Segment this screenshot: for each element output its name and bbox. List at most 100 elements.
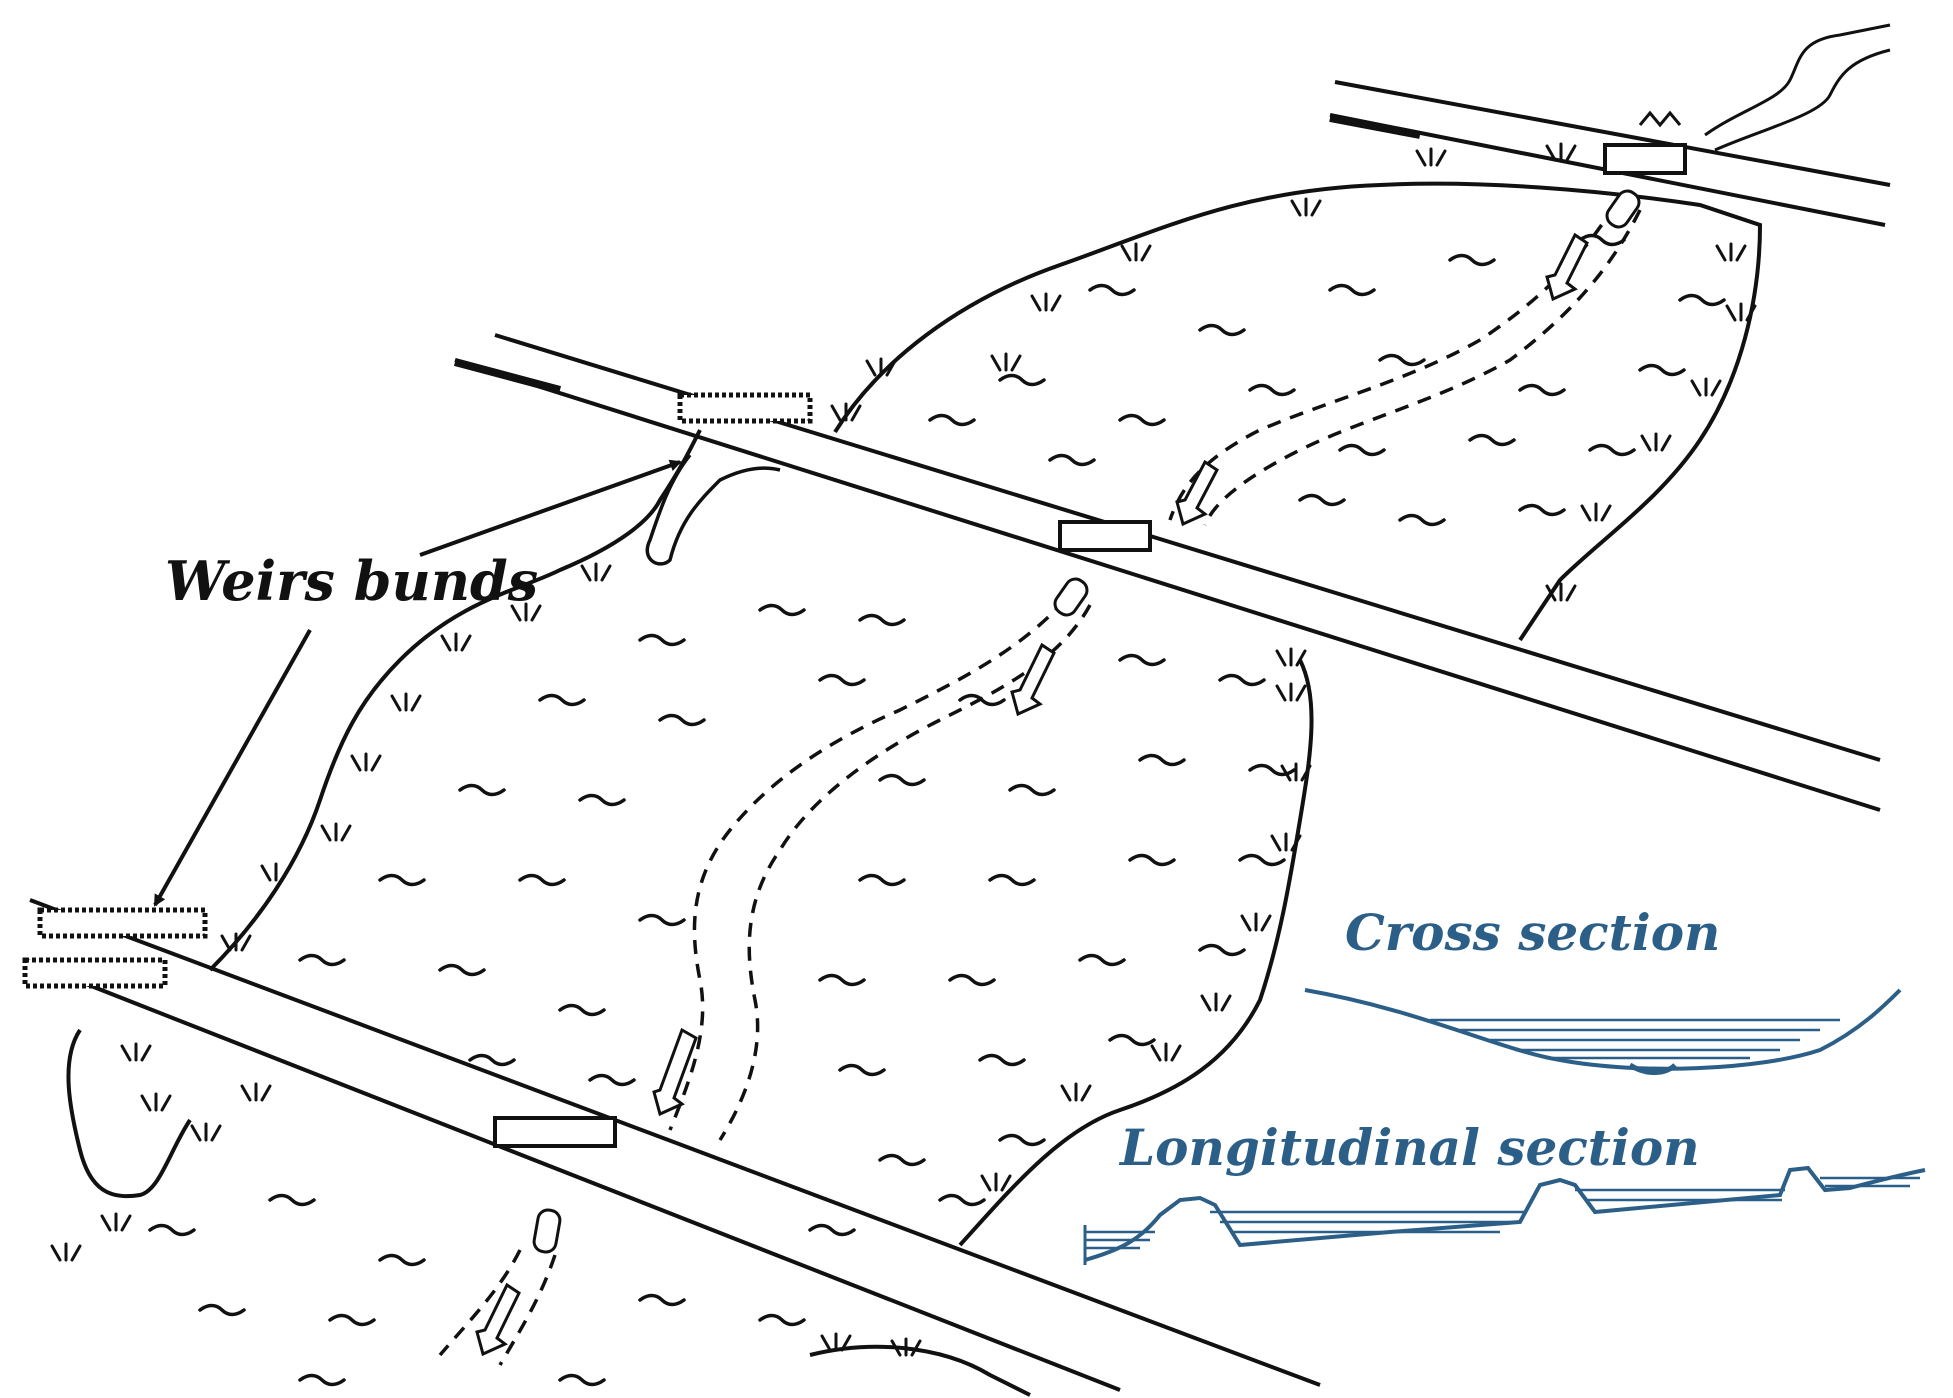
lower-bund xyxy=(22,898,1321,1392)
grass-tuft-icon xyxy=(580,562,612,582)
grass-tuft-icon xyxy=(1060,1082,1092,1102)
lower-pond xyxy=(66,1028,1031,1397)
ripple xyxy=(438,963,486,977)
grass-tuft-icon xyxy=(1690,377,1722,397)
grass-tuft-icon xyxy=(1725,302,1757,322)
ripple xyxy=(328,1313,376,1327)
ripple xyxy=(298,953,346,967)
ripple xyxy=(998,373,1046,387)
grass-tuft-icon xyxy=(220,932,252,952)
ripple xyxy=(1338,443,1386,457)
grass-tuft-icon xyxy=(830,402,862,422)
ripple xyxy=(558,1373,606,1387)
ripple xyxy=(578,793,626,807)
ripple xyxy=(1238,853,1286,867)
grass-tuft-icon xyxy=(350,752,382,772)
grass-tuft-icon xyxy=(190,1122,222,1142)
grass-tuft-icon xyxy=(390,692,422,712)
grass-tuft-icon xyxy=(240,1082,272,1102)
ripple xyxy=(1248,383,1296,397)
ripple xyxy=(948,973,996,987)
grass-tuft-icon xyxy=(1580,502,1612,522)
flow-arrow-icon xyxy=(475,232,1589,1357)
grass-tuft-icon xyxy=(260,862,292,882)
ripple xyxy=(1108,1033,1156,1047)
cross-section-label: Cross section xyxy=(1345,903,1720,962)
ripple xyxy=(458,783,506,797)
ripple xyxy=(758,1313,806,1327)
upper-pond xyxy=(833,181,1763,642)
ripple xyxy=(1138,753,1186,767)
ripple xyxy=(1118,653,1166,667)
grass-tuft-icon xyxy=(1030,292,1062,312)
grass-tuft-icon xyxy=(1275,647,1307,667)
ripple xyxy=(638,913,686,927)
ripple xyxy=(818,673,866,687)
grass-tuft-icon xyxy=(1715,242,1747,262)
ripple xyxy=(1448,253,1496,267)
ripple xyxy=(808,1223,856,1237)
grass-tuft-icon xyxy=(1640,432,1672,452)
grass-tuft-icon xyxy=(50,1242,82,1262)
ripple xyxy=(758,603,806,617)
ripple xyxy=(1118,413,1166,427)
side-channel xyxy=(645,453,781,566)
ripple xyxy=(878,1153,926,1167)
ripple xyxy=(518,873,566,887)
grass-tuft-icon xyxy=(1240,912,1272,932)
grass-tuft-icon xyxy=(980,1172,1012,1192)
ripple xyxy=(998,1133,1046,1147)
weirs-arrow-upper xyxy=(419,459,682,557)
ripple xyxy=(558,1003,606,1017)
ripple xyxy=(1518,503,1566,517)
ripple xyxy=(978,1053,1026,1067)
ripple xyxy=(988,873,1036,887)
ripple xyxy=(638,1293,686,1307)
longitudinal-section-label: Longitudinal section xyxy=(1118,1118,1700,1177)
grass-tuft-icon xyxy=(1270,832,1302,852)
culvert-pipe-icon xyxy=(532,189,1641,1254)
grass-tuft-icon xyxy=(320,822,352,842)
grass-tufts xyxy=(50,142,1757,1357)
ripple xyxy=(1678,293,1726,307)
grass-tuft-icon xyxy=(440,632,472,652)
ripple xyxy=(198,1303,246,1317)
ripple xyxy=(1518,383,1566,397)
ripple xyxy=(298,1373,346,1387)
longitudinal-section-diagram xyxy=(1083,1165,1926,1265)
ripple xyxy=(538,693,586,707)
grass-tuft-icon xyxy=(1290,197,1322,217)
grass-tuft-icon xyxy=(140,1092,172,1112)
grass-tuft-icon xyxy=(865,357,897,377)
ripple xyxy=(268,1193,316,1207)
grass-tuft-icon xyxy=(1545,142,1577,162)
grass-tuft-icon xyxy=(120,1042,152,1062)
ripple xyxy=(858,873,906,887)
ripple xyxy=(658,713,706,727)
grass-tuft-icon xyxy=(1120,242,1152,262)
cross-section-diagram xyxy=(1304,988,1902,1075)
ripple xyxy=(1198,323,1246,337)
ripple xyxy=(148,1223,196,1237)
ripple xyxy=(1468,433,1516,447)
grass-tuft-icon xyxy=(990,352,1022,372)
middle-bund xyxy=(453,333,1881,812)
middle-pond xyxy=(208,429,1314,1247)
upper-bund xyxy=(1329,80,1891,227)
ripple xyxy=(1578,233,1626,247)
ripple xyxy=(1008,783,1056,797)
grass-tuft-icon xyxy=(1275,682,1307,702)
grass-tuft-icon xyxy=(1150,1042,1182,1062)
ripple xyxy=(378,1253,426,1267)
ripple xyxy=(858,613,906,627)
ripple xyxy=(1638,363,1686,377)
ripple xyxy=(638,633,686,647)
grass-tuft-icon xyxy=(1280,762,1312,782)
ripple xyxy=(838,1063,886,1077)
grass-tuft-icon xyxy=(1415,147,1447,167)
ripple xyxy=(938,1193,986,1207)
grass-tuft-icon xyxy=(100,1212,132,1232)
weirs-arrow-lower xyxy=(153,629,312,907)
ripple xyxy=(818,973,866,987)
